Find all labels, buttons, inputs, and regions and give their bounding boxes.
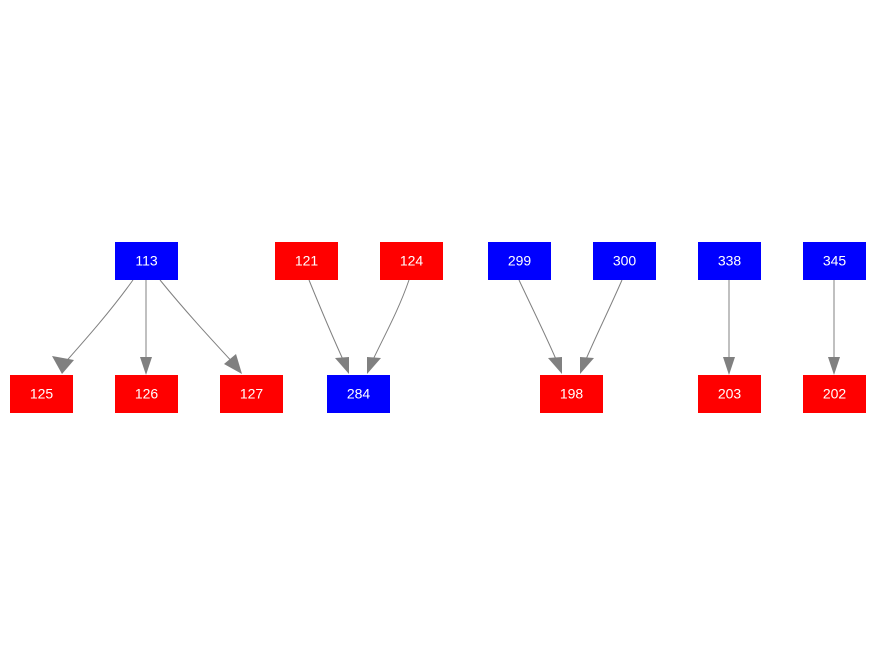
- arrowhead-icon: [140, 357, 152, 375]
- node-label: 113: [135, 253, 158, 269]
- node-box[interactable]: [488, 242, 551, 280]
- node-box[interactable]: [803, 375, 866, 413]
- graph-node-113[interactable]: 113: [115, 242, 178, 280]
- node-box[interactable]: [115, 242, 178, 280]
- node-box[interactable]: [380, 242, 443, 280]
- node-label: 124: [400, 253, 424, 269]
- edge-line: [370, 279, 410, 365]
- arrowhead-icon: [723, 357, 735, 375]
- edge-113-to-127: [159, 279, 242, 374]
- arrowhead-icon: [580, 357, 594, 374]
- edge-113-to-125: [52, 279, 134, 374]
- graph-node-338[interactable]: 338: [698, 242, 761, 280]
- node-box[interactable]: [220, 375, 283, 413]
- graph-node-300[interactable]: 300: [593, 242, 656, 280]
- graph-node-126[interactable]: 126: [115, 375, 178, 413]
- node-box[interactable]: [698, 242, 761, 280]
- graph-node-345[interactable]: 345: [803, 242, 866, 280]
- graph-node-284[interactable]: 284: [327, 375, 390, 413]
- node-label: 202: [823, 386, 847, 402]
- graph-node-198[interactable]: 198: [540, 375, 603, 413]
- nodes-layer: 113 121 124 299 300 338 345 125 126 127 284 198 203 2…: [10, 242, 866, 413]
- arrowhead-icon: [224, 354, 242, 374]
- edge-345-to-202: [828, 280, 840, 375]
- node-label: 300: [613, 253, 637, 269]
- edge-121-to-284: [308, 279, 349, 374]
- node-box[interactable]: [115, 375, 178, 413]
- graph-node-125[interactable]: 125: [10, 375, 73, 413]
- graph-node-124[interactable]: 124: [380, 242, 443, 280]
- edge-line: [61, 279, 134, 367]
- node-box[interactable]: [275, 242, 338, 280]
- node-label: 338: [718, 253, 742, 269]
- arrowhead-icon: [335, 357, 349, 374]
- edge-124-to-284: [367, 279, 410, 374]
- graph-node-127[interactable]: 127: [220, 375, 283, 413]
- edge-line: [518, 279, 559, 365]
- node-label: 299: [508, 253, 532, 269]
- arrowhead-icon: [52, 356, 74, 374]
- node-label: 125: [30, 386, 54, 402]
- arrowhead-icon: [548, 357, 562, 374]
- edges-layer: [52, 279, 840, 375]
- node-label: 127: [240, 386, 264, 402]
- node-box[interactable]: [593, 242, 656, 280]
- node-label: 345: [823, 253, 847, 269]
- edge-line: [308, 279, 346, 365]
- graph-node-121[interactable]: 121: [275, 242, 338, 280]
- graph-node-299[interactable]: 299: [488, 242, 551, 280]
- graph-node-202[interactable]: 202: [803, 375, 866, 413]
- edge-300-to-198: [580, 279, 623, 374]
- arrowhead-icon: [367, 357, 381, 374]
- node-box[interactable]: [540, 375, 603, 413]
- node-box[interactable]: [327, 375, 390, 413]
- node-box[interactable]: [10, 375, 73, 413]
- node-label: 121: [295, 253, 319, 269]
- node-box[interactable]: [803, 242, 866, 280]
- node-label: 203: [718, 386, 742, 402]
- edge-338-to-203: [723, 280, 735, 375]
- node-label: 126: [135, 386, 159, 402]
- node-box[interactable]: [698, 375, 761, 413]
- node-label: 198: [560, 386, 584, 402]
- edge-line: [159, 279, 237, 367]
- node-label: 284: [347, 386, 371, 402]
- edge-113-to-126: [140, 280, 152, 375]
- arrowhead-icon: [828, 357, 840, 375]
- edge-299-to-198: [518, 279, 562, 374]
- edge-line: [583, 279, 623, 365]
- graph-node-203[interactable]: 203: [698, 375, 761, 413]
